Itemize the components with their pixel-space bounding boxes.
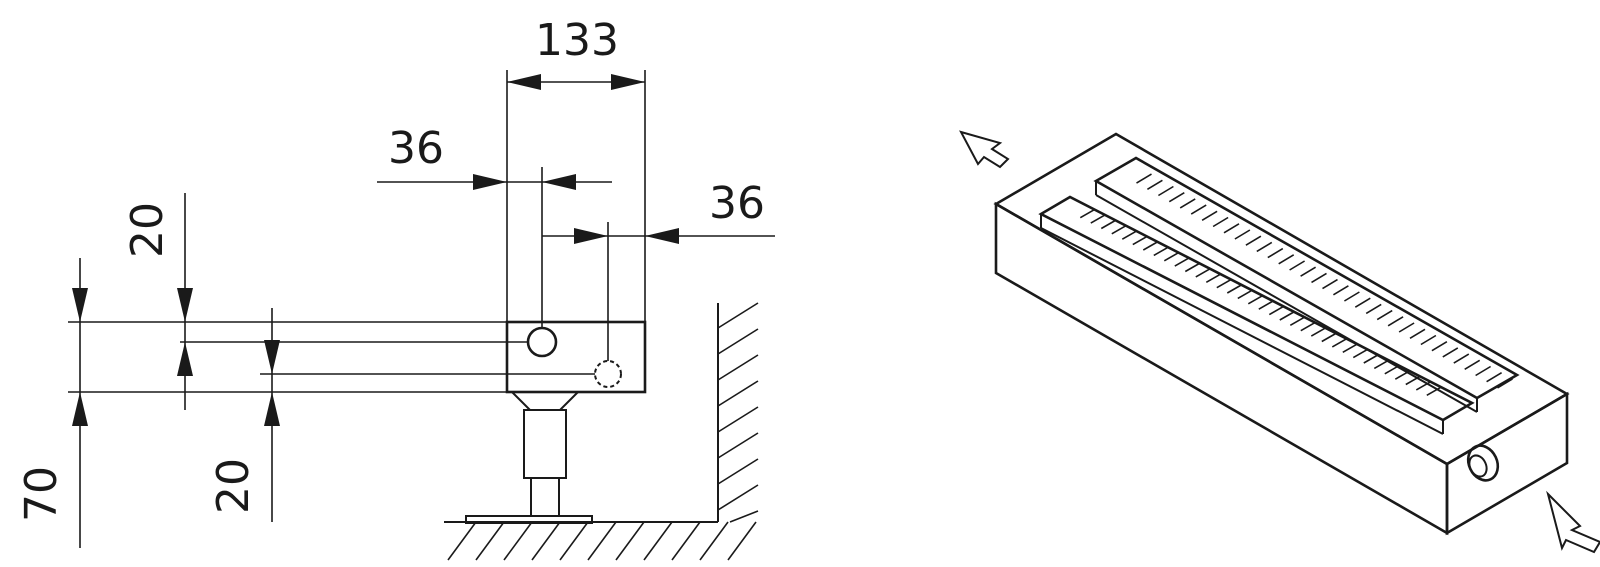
fin bbox=[1146, 179, 1163, 190]
fin bbox=[1268, 305, 1284, 316]
fin bbox=[1190, 204, 1207, 215]
dim-36-right: 36 bbox=[542, 178, 775, 244]
dim-36-left: 36 bbox=[377, 123, 612, 190]
grille-channel-front bbox=[1038, 195, 1475, 435]
fin bbox=[1384, 365, 1400, 375]
fin bbox=[1464, 359, 1481, 370]
fin bbox=[1223, 223, 1240, 234]
fin bbox=[1267, 247, 1284, 259]
floor-hatching bbox=[447, 521, 757, 561]
fin bbox=[1497, 378, 1513, 389]
heat-exchanger-fins-back bbox=[1136, 173, 1513, 389]
wall-hatching bbox=[717, 302, 759, 523]
fin bbox=[1195, 268, 1211, 278]
fin bbox=[1453, 353, 1470, 364]
fin bbox=[1205, 273, 1221, 283]
fin bbox=[1409, 328, 1426, 339]
fin bbox=[1153, 246, 1169, 257]
fin bbox=[1201, 210, 1218, 221]
airflow-in-arrow-icon bbox=[1546, 490, 1600, 554]
fin bbox=[1278, 254, 1295, 265]
fin bbox=[1431, 341, 1448, 352]
isometric-view bbox=[959, 130, 1600, 554]
fin bbox=[1300, 266, 1317, 277]
fin bbox=[1157, 185, 1174, 197]
convector-section bbox=[505, 320, 647, 394]
fin bbox=[1100, 219, 1116, 230]
section-view: 133 36 36 70 20 bbox=[16, 15, 775, 561]
fin bbox=[1331, 338, 1347, 348]
fin bbox=[1226, 284, 1242, 294]
dim-label-20-top: 20 bbox=[122, 202, 173, 258]
fin bbox=[1245, 235, 1262, 246]
dim-label-133: 133 bbox=[535, 15, 619, 66]
extension-lines bbox=[68, 70, 646, 393]
fin bbox=[1168, 192, 1185, 203]
dim-label-20-bottom: 20 bbox=[208, 458, 259, 514]
fin bbox=[1111, 225, 1127, 235]
inlet-pipe bbox=[526, 326, 558, 358]
fin bbox=[1352, 348, 1368, 359]
fin bbox=[1311, 272, 1327, 284]
fin bbox=[1398, 322, 1415, 333]
fin bbox=[1342, 343, 1358, 353]
fin bbox=[1247, 295, 1263, 305]
fin bbox=[1373, 359, 1389, 370]
fin bbox=[1289, 316, 1305, 326]
fin bbox=[1387, 316, 1404, 327]
dim-20-bottom: 20 bbox=[208, 308, 280, 522]
fin bbox=[1322, 278, 1338, 290]
box-top-face bbox=[993, 132, 1570, 466]
fin bbox=[1363, 354, 1379, 364]
fin bbox=[1163, 252, 1179, 262]
fin bbox=[1394, 370, 1410, 380]
fin bbox=[1289, 260, 1306, 271]
fin bbox=[1420, 334, 1437, 346]
fin bbox=[1256, 241, 1273, 253]
fin bbox=[1258, 300, 1274, 310]
fin bbox=[1079, 209, 1095, 219]
fin bbox=[1184, 262, 1200, 273]
fin bbox=[1300, 322, 1316, 332]
fin bbox=[1354, 297, 1371, 308]
grille-channel-back bbox=[1093, 156, 1520, 413]
fin bbox=[1216, 279, 1232, 289]
fin bbox=[1136, 173, 1152, 184]
fin bbox=[1179, 198, 1196, 209]
outlet-pipe-hidden bbox=[594, 360, 622, 388]
fin bbox=[1310, 327, 1326, 337]
dim-label-70: 70 bbox=[16, 466, 67, 522]
fin bbox=[1343, 291, 1360, 302]
dim-133: 133 bbox=[507, 15, 645, 90]
fin bbox=[1212, 216, 1229, 228]
fin bbox=[1486, 372, 1503, 383]
dim-70: 70 bbox=[16, 258, 88, 548]
fin bbox=[1376, 309, 1393, 321]
heat-exchanger-fins-front bbox=[1079, 209, 1442, 396]
fin bbox=[1415, 381, 1431, 391]
fin bbox=[1174, 257, 1190, 267]
fin bbox=[1121, 230, 1137, 240]
adjustable-foot bbox=[465, 391, 593, 524]
fin bbox=[1475, 365, 1492, 377]
outlet-port bbox=[1466, 444, 1500, 482]
airflow-out-arrow-icon bbox=[959, 130, 1010, 169]
fin bbox=[1332, 285, 1349, 296]
dim-20-top: 20 bbox=[122, 193, 193, 410]
box-end-face bbox=[1445, 391, 1569, 536]
fin bbox=[1442, 347, 1459, 358]
fin bbox=[1426, 386, 1442, 396]
fin bbox=[1132, 235, 1148, 246]
fin bbox=[1279, 311, 1295, 321]
dim-label-36-right: 36 bbox=[709, 178, 765, 229]
fin bbox=[1142, 241, 1158, 251]
dim-label-36-left: 36 bbox=[388, 123, 444, 174]
fin bbox=[1405, 375, 1421, 386]
fin bbox=[1234, 229, 1251, 240]
fin bbox=[1365, 303, 1382, 315]
fin bbox=[1090, 214, 1106, 224]
fin bbox=[1237, 289, 1253, 300]
fin bbox=[1321, 332, 1337, 343]
